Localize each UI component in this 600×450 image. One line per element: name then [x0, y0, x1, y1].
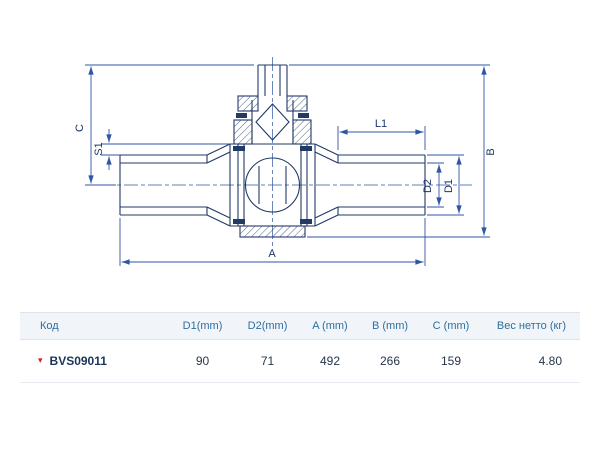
value-a: 492 — [300, 339, 360, 383]
left-cone — [206, 143, 231, 227]
dimension-labels: C S1 L1 B D1 D2 A — [74, 118, 497, 260]
dimensions — [85, 64, 490, 266]
valve-technical-drawing: C S1 L1 B D1 D2 A — [74, 57, 497, 266]
dim-label-l1: L1 — [375, 118, 387, 130]
col-header-d2: D2(mm) — [235, 312, 300, 340]
left-pipe-end — [119, 154, 208, 216]
col-header-weight: Вес нетто (кг) — [482, 312, 580, 340]
dim-label-s1: S1 — [93, 142, 105, 155]
flange-bolt — [300, 219, 312, 224]
col-header-c: C (mm) — [420, 312, 482, 340]
col-header-b: B (mm) — [360, 312, 420, 340]
dimension-d1 — [427, 154, 464, 216]
stem-assembly — [233, 64, 312, 145]
flange-bolt — [300, 146, 312, 151]
gland-block — [233, 119, 253, 145]
right-cone — [314, 143, 339, 227]
product-code[interactable]: BVS09011 — [49, 354, 107, 368]
value-d1: 90 — [170, 339, 235, 383]
col-header-a: A (mm) — [300, 312, 360, 340]
col-header-d1: D1(mm) — [170, 312, 235, 340]
dimension-l1 — [337, 126, 426, 150]
right-pipe-end — [337, 154, 426, 216]
dim-label-c: C — [74, 124, 86, 132]
table-header-row: Код D1(mm) D2(mm) A (mm) B (mm) C (mm) В… — [20, 312, 580, 340]
value-c: 159 — [420, 339, 482, 383]
bottom-cap — [239, 225, 306, 238]
col-header-code: Код — [20, 312, 170, 340]
dimension-b — [289, 64, 490, 238]
dimension-s1 — [101, 129, 230, 170]
dim-label-d1: D1 — [443, 179, 455, 193]
gland-bolt — [236, 113, 247, 118]
centerlines — [100, 57, 472, 250]
ball — [244, 157, 301, 213]
dim-label-d2: D2 — [422, 179, 434, 193]
dimension-d2 — [427, 162, 444, 208]
mounting-flange — [286, 95, 308, 112]
gland-bolt — [298, 113, 309, 118]
gland-block — [292, 119, 312, 145]
expand-marker-icon[interactable]: ▾ — [38, 355, 43, 365]
value-b: 266 — [360, 339, 420, 383]
product-row[interactable]: ▾ BVS09011 90 71 492 266 159 4.80 — [20, 339, 580, 383]
flange-bolt — [233, 146, 245, 151]
flange-bolt — [233, 219, 245, 224]
valve-geometry — [119, 64, 426, 238]
value-weight: 4.80 — [482, 339, 580, 383]
dimension-c — [85, 64, 254, 186]
dimension-a — [119, 218, 426, 266]
dim-label-a: A — [268, 248, 276, 260]
product-spec-table: Код D1(mm) D2(mm) A (mm) B (mm) C (mm) В… — [20, 312, 580, 383]
value-d2: 71 — [235, 339, 300, 383]
mounting-flange — [237, 95, 259, 112]
dim-label-b: B — [485, 148, 497, 155]
stem-square — [255, 103, 290, 141]
